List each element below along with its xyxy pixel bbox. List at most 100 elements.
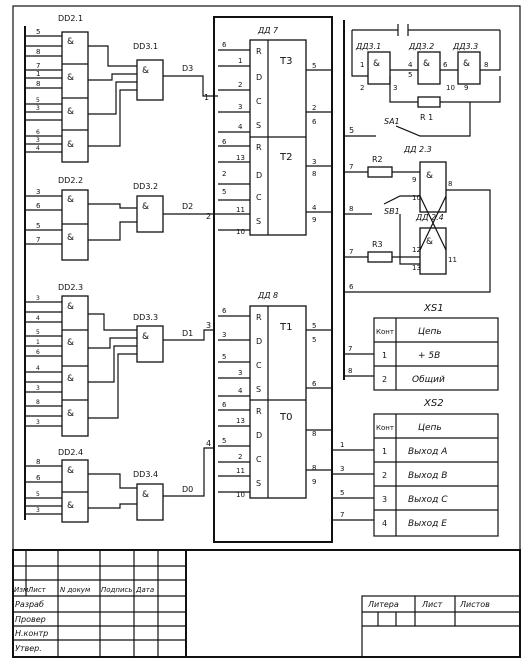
pin-label: S [256, 121, 261, 130]
pin-label: & [67, 338, 74, 348]
pin-label: 3 [36, 507, 40, 514]
pin-label: 5 [222, 437, 226, 445]
pin-label: 4 [36, 315, 40, 322]
pin-label: + 5В [418, 351, 440, 361]
pin-label: 1 [360, 61, 364, 69]
pin-label: S [256, 385, 261, 394]
pin-label: 3 [36, 188, 40, 196]
pin-label: & [67, 466, 74, 476]
pin-label: DD2.4 [58, 448, 83, 457]
pin-label: 7 [36, 62, 40, 70]
pin-label: 1 [238, 57, 242, 65]
pin-label: & [142, 490, 149, 500]
pin-label: 4 [408, 61, 413, 69]
pin-label: & [67, 195, 74, 205]
schematic-line [344, 171, 491, 293]
schematic-line [136, 483, 164, 521]
pin-label: 8 [36, 458, 40, 466]
pin-label: Утвер. [15, 644, 42, 653]
gate-group-dd33: DD3.3 & D1 3 [133, 313, 214, 363]
pin-label: 7 [340, 511, 344, 519]
pin-label: 2 [238, 453, 242, 461]
pin-label: 1 [340, 441, 344, 449]
pin-label: 3 [222, 331, 226, 339]
pin-label: 6 [36, 474, 41, 482]
pin-label: 9 [412, 176, 416, 184]
gate-dd31-body [136, 59, 164, 101]
pin-label: 8 [36, 48, 40, 56]
pin-label: 10 [236, 491, 245, 499]
pin-label: DD3.3 [133, 313, 158, 322]
pin-label: & [67, 374, 74, 384]
schematic-line [163, 447, 214, 497]
pin-label: & [373, 59, 380, 69]
pin-label: 4 [312, 204, 317, 212]
pin-label: 5 [36, 222, 40, 230]
schematic-line [249, 305, 307, 499]
pin-label: 3 [36, 295, 40, 302]
pin-label: 6 [312, 118, 317, 126]
pin-label: & [67, 501, 74, 511]
schematic-line [306, 329, 332, 471]
gate-group-dd31: DD3.1 & D3 1 [133, 42, 218, 102]
pin-label: D2 [182, 202, 193, 211]
gate-sym: & [67, 37, 74, 47]
pin-label: 11 [448, 256, 457, 264]
pin-label: T0 [279, 412, 292, 423]
pin-label: 1 [382, 351, 387, 360]
pin-label: C [256, 455, 262, 464]
pin-label: T3 [279, 56, 292, 67]
schematic-line [417, 96, 441, 108]
pin-label: & [426, 237, 433, 247]
pin-label: C [256, 193, 262, 202]
pin-label: 4 [36, 365, 40, 372]
gate-group-dd32: DD3.2 & D2 2 [133, 182, 218, 233]
pin-label: 11 [236, 467, 245, 475]
pin-label: 2 [238, 81, 242, 89]
pin-label: & [142, 66, 149, 76]
pin-label: 3 [340, 465, 344, 473]
pin-label: D [256, 73, 262, 82]
pin-label: 5 [408, 71, 412, 79]
trigger-block-dd8: ДД 8 T1 T0 R D C S R D C S 6 3 5 3 4 6 1… [218, 291, 332, 499]
pin-label: 11 [236, 206, 245, 214]
pin-label: ДД 2.3 [403, 145, 432, 154]
pin-label: T2 [279, 152, 292, 163]
pin-label: D [256, 431, 262, 440]
pin-label: 2 [360, 84, 364, 92]
gate-sym: & [67, 73, 74, 83]
schematic-line [25, 195, 62, 245]
pin-label: S [256, 479, 261, 488]
pin-label: 6 [222, 307, 227, 315]
pin-label: 3 [36, 419, 40, 426]
pin-label: 1 [36, 70, 40, 78]
pin-label: Общий [412, 375, 445, 385]
schematic-line [25, 301, 62, 427]
pin-label: 6 [222, 401, 227, 409]
pin-label: Конт [376, 424, 394, 432]
schematic-line [136, 195, 164, 233]
pin-label: 4 [238, 387, 243, 395]
schematic-line [367, 166, 393, 178]
pin-label: & [67, 233, 74, 243]
schematic-line [88, 313, 137, 419]
pin-label: R [256, 313, 262, 322]
pin-label: 8 [312, 430, 316, 438]
pin-label: 3 [36, 137, 40, 144]
pin-label: ДД 7 [257, 26, 279, 35]
pin-label: 4 [382, 519, 387, 528]
pin-label: Выход В [408, 471, 447, 481]
pin-label: 5 [222, 188, 226, 196]
pin-label: 1 [36, 339, 40, 346]
pin-label: ДД3.2 [408, 42, 434, 51]
pin-label: 1 [204, 93, 209, 102]
pin-label: 12 [412, 246, 421, 254]
pin-label: 5 [312, 322, 316, 330]
schematic-line [88, 203, 137, 241]
pin-label: 3 [393, 84, 397, 92]
schematic-line [218, 315, 250, 493]
pin-label: 4 [206, 439, 211, 448]
pin-label: R [256, 407, 262, 416]
pin-label: 1 [382, 447, 387, 456]
